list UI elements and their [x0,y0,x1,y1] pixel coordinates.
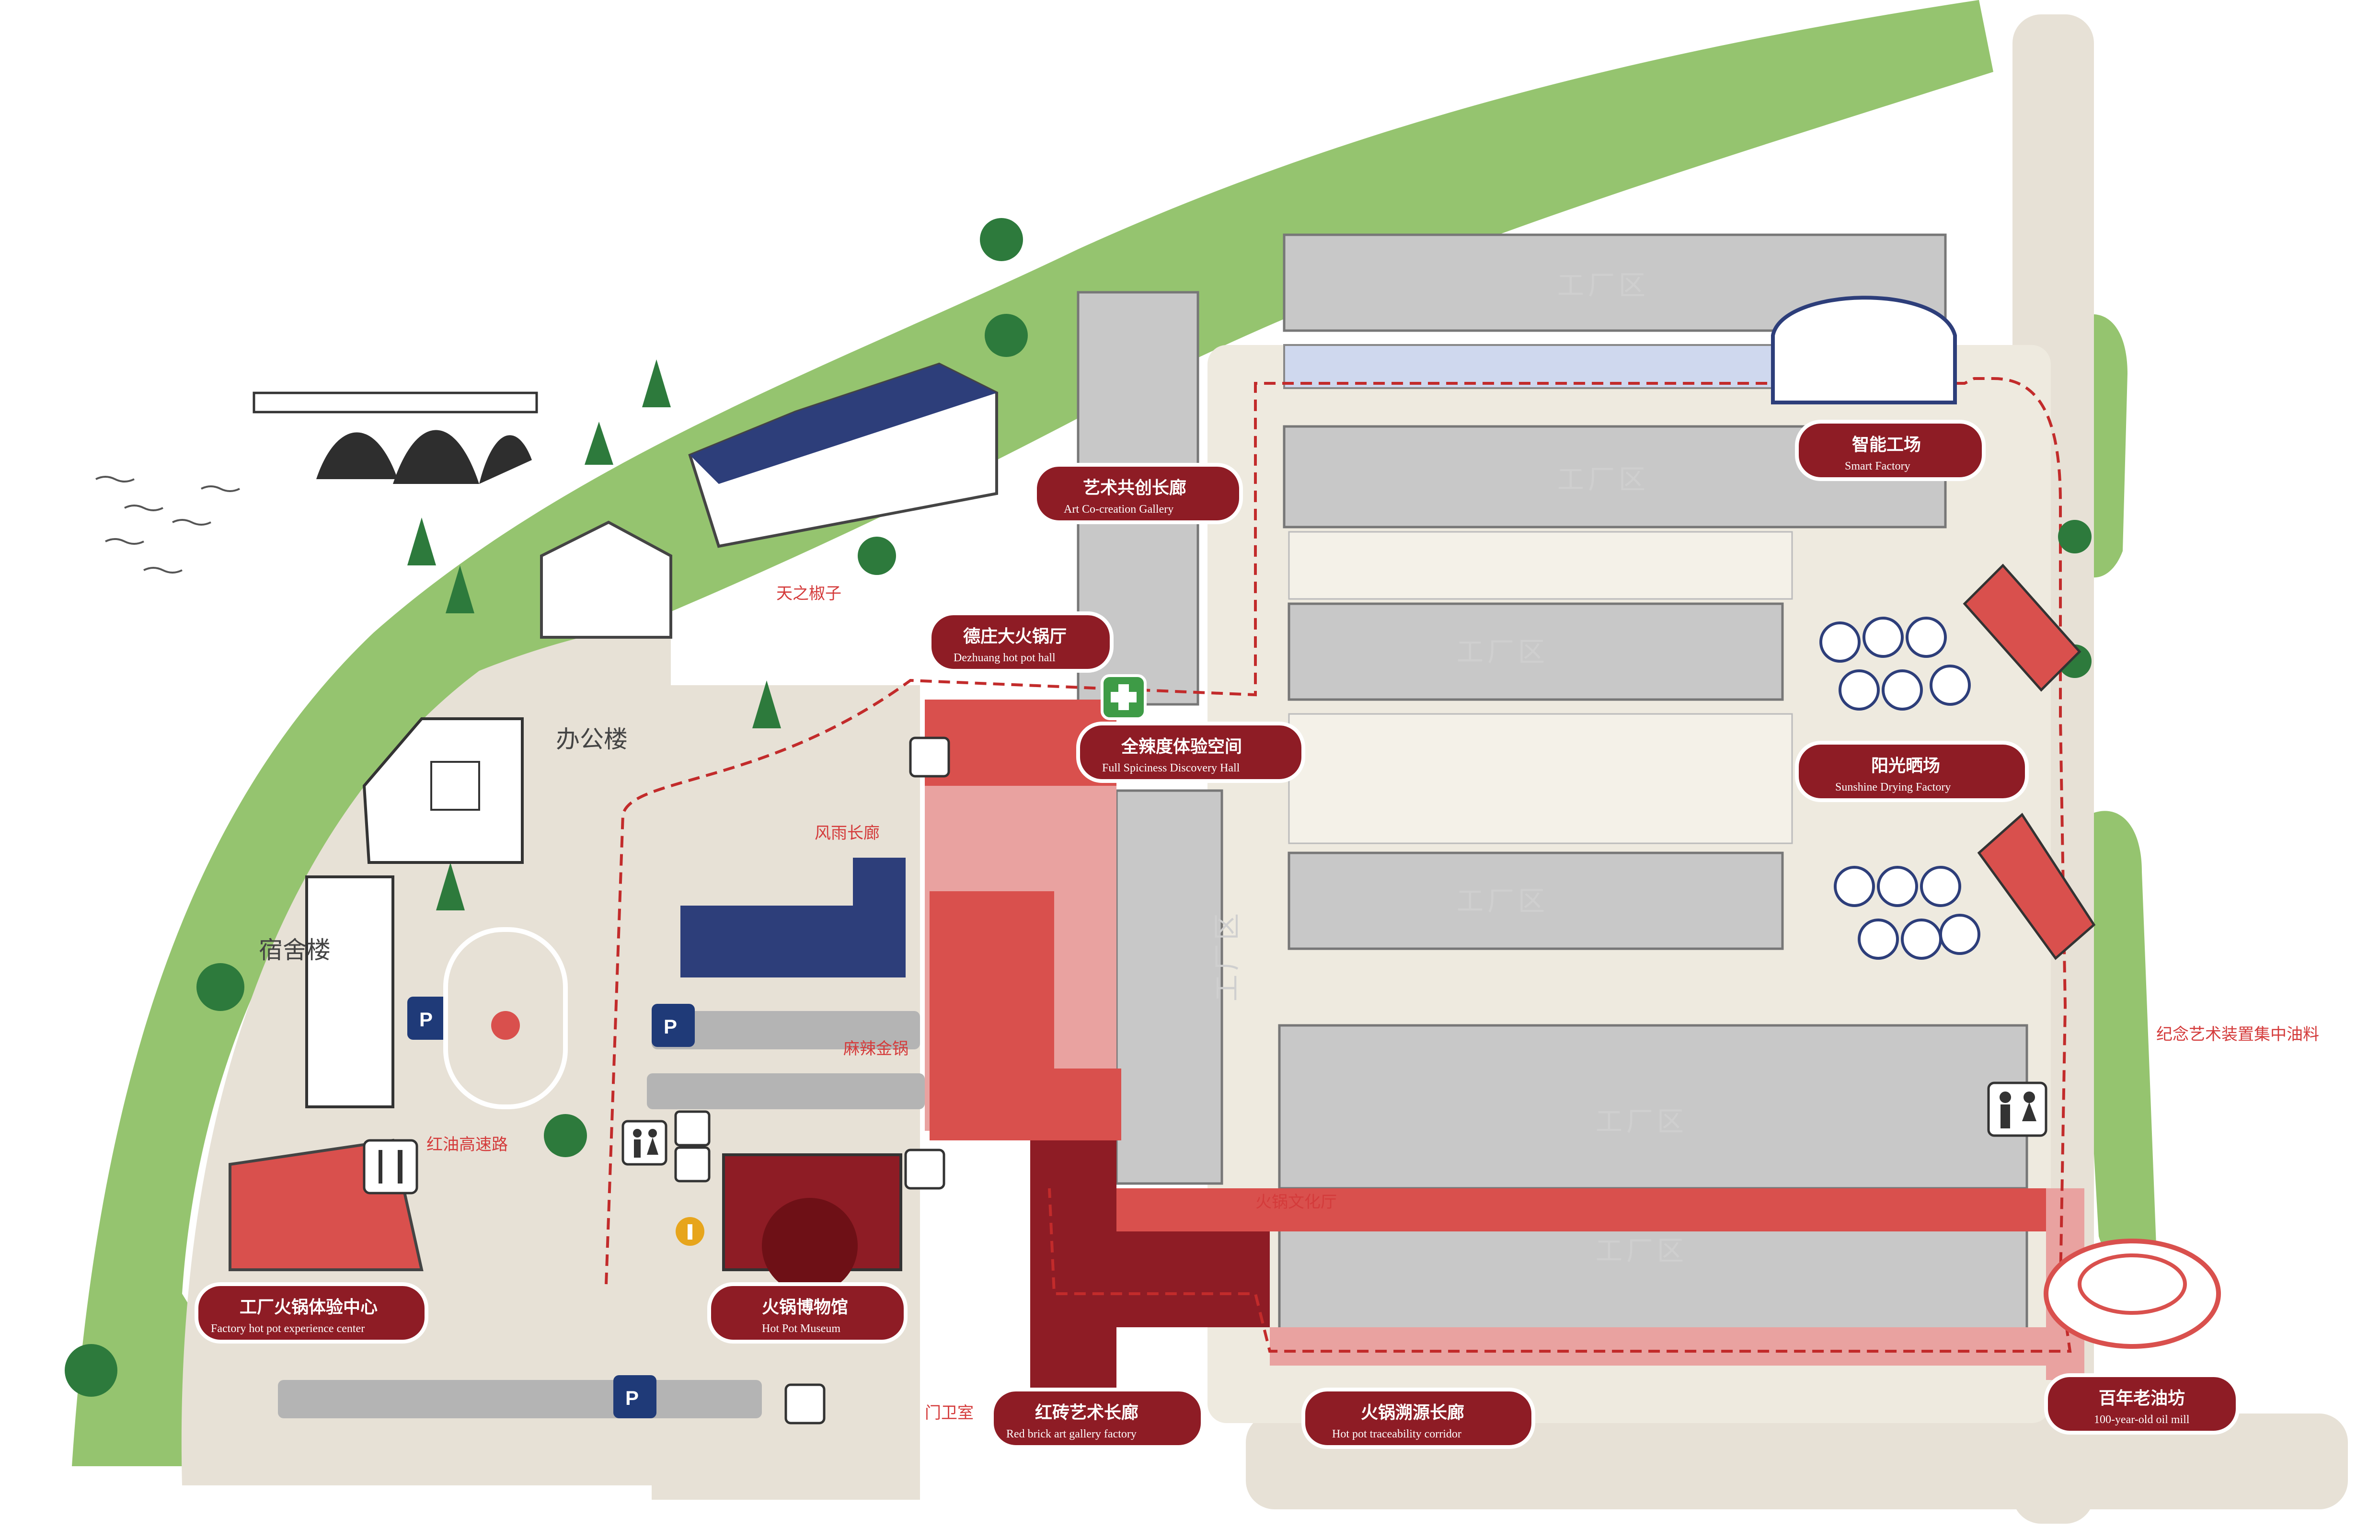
svg-text:Dezhuang hot pot hall: Dezhuang hot pot hall [954,652,1056,664]
label-museum[interactable]: 火锅博物馆 Hot Pot Museum [707,1282,908,1344]
center-road-2 [647,1073,925,1109]
svg-text:阳光晒场: 阳光晒场 [1871,756,1940,776]
svg-text:P: P [625,1387,639,1409]
toilet-icon [1987,1081,2047,1137]
svg-text:工厂火锅体验中心: 工厂火锅体验中心 [240,1297,378,1317]
zone-label-1: 工厂区 [1557,270,1649,301]
gate-room-label: 门卫室 [925,1403,974,1423]
svg-text:智能工场: 智能工场 [1852,435,1921,455]
bridge [253,391,538,484]
zone-label-2: 工厂区 [1557,464,1649,495]
svg-text:Full Spiciness Discovery Hall: Full Spiciness Discovery Hall [1102,762,1240,774]
heavenly-pepper-label: 天之椒子 [776,584,841,603]
svg-text:德庄大火锅厅: 德庄大火锅厅 [963,626,1067,646]
sports-center [491,1011,520,1040]
red-zones [925,700,2084,1414]
art-installation-label: 纪念艺术装置集中油料 [2156,1025,2319,1044]
dormitory-label: 宿舍楼 [259,936,331,964]
center-parking-road [652,1011,920,1049]
svg-text:艺术共创长廊: 艺术共创长廊 [1083,478,1186,498]
svg-text:Smart Factory: Smart Factory [1845,460,1910,472]
zone-label-4: 工厂区 [1457,886,1549,917]
smart-factory-tunnel [1771,296,1957,404]
sunshine-pavilions [1963,563,2096,960]
trees [65,218,2092,1397]
svg-text:Factory hot pot experience cen: Factory hot pot experience center [211,1322,365,1335]
wind-rain-corridor-label: 风雨长廊 [815,824,880,843]
svg-text:百年老油坊: 百年老油坊 [2099,1388,2185,1408]
label-sunshine[interactable]: 阳光晒场 Sunshine Drying Factory [1795,741,2029,802]
parking-sign-2: P [652,1004,695,1047]
drying-jars [1819,617,1980,960]
office-building-label: 办公楼 [556,725,628,753]
svg-text:Art Co-creation Gallery: Art Co-creation Gallery [1064,503,1173,516]
svg-text:火锅溯源长廊: 火锅溯源长廊 [1361,1402,1464,1423]
zone-label-3: 工厂区 [1457,637,1549,668]
zone-label-5: 工厂区 [1596,1106,1688,1138]
label-red-brick[interactable]: 红砖艺术长廊 Red brick art gallery factory [990,1388,1205,1449]
south-parking-road [278,1380,762,1418]
spicy-pot-label: 麻辣金锅 [843,1039,908,1058]
river-waves [95,476,240,574]
label-traceability[interactable]: 火锅溯源长廊 Hot pot traceability corridor [1301,1388,1535,1449]
label-art-gallery[interactable]: 艺术共创长廊 Art Co-creation Gallery [1033,463,1243,524]
wind-rain-corridor-building [680,858,906,977]
svg-text:P: P [419,1008,433,1031]
svg-text:全辣度体验空间: 全辣度体验空间 [1121,736,1242,757]
restaurant-icon [363,1139,418,1195]
toilet-icon-2 [621,1120,667,1166]
zone-label-6: 工厂区 [1596,1236,1688,1267]
office-building [362,717,524,864]
label-oil-mill[interactable]: 百年老油坊 100-year-old oil mill [2044,1373,2240,1435]
green-belt [72,0,1993,1466]
zone-label-7: 工厂区 [1212,909,1243,1001]
svg-text:100-year-old oil mill: 100-year-old oil mill [2094,1414,2190,1426]
label-experience[interactable]: 工厂火锅体验中心 Factory hot pot experience cent… [195,1282,428,1344]
tour-route [605,377,2072,1353]
svg-text:P: P [664,1015,677,1038]
hotpot-culture-hall-label: 火锅文化厅 [1255,1193,1337,1212]
svg-text:Hot Pot Museum: Hot Pot Museum [762,1322,840,1335]
svg-text:Sunshine Drying Factory: Sunshine Drying Factory [1835,781,1951,793]
label-smart-factory[interactable]: 智能工场 Smart Factory [1795,420,1986,481]
dorm-houses [688,362,998,548]
hot-pot-museum-building [722,1153,902,1294]
svg-text:Red brick art gallery factory: Red brick art gallery factory [1006,1428,1137,1440]
info-icon [676,1217,704,1246]
svg-text:火锅博物馆: 火锅博物馆 [762,1297,848,1317]
dormitory-tower [305,875,394,1108]
parking-sign-1: P [407,997,450,1040]
oil-mill [2044,1239,2221,1349]
green-patch-right2 [2075,811,2156,1265]
question-icon [674,1146,711,1183]
small-house [540,520,672,639]
first-aid-icon [1101,674,1147,720]
red-oil-highway-label: 红油高速路 [426,1135,508,1154]
luggage-icon [909,736,950,778]
shop-icon [904,1149,945,1190]
label-spiciness[interactable]: 全辣度体验空间 Full Spiciness Discovery Hall [1076,722,1305,783]
label-dezhuang[interactable]: 德庄大火锅厅 Dezhuang hot pot hall [928,611,1114,673]
svg-text:Hot pot traceability corridor: Hot pot traceability corridor [1332,1428,1461,1440]
exit-icon [784,1383,826,1425]
phone-icon [674,1110,711,1147]
parking-sign-3: P [613,1375,656,1418]
svg-text:红砖艺术长廊: 红砖艺术长廊 [1035,1402,1138,1423]
